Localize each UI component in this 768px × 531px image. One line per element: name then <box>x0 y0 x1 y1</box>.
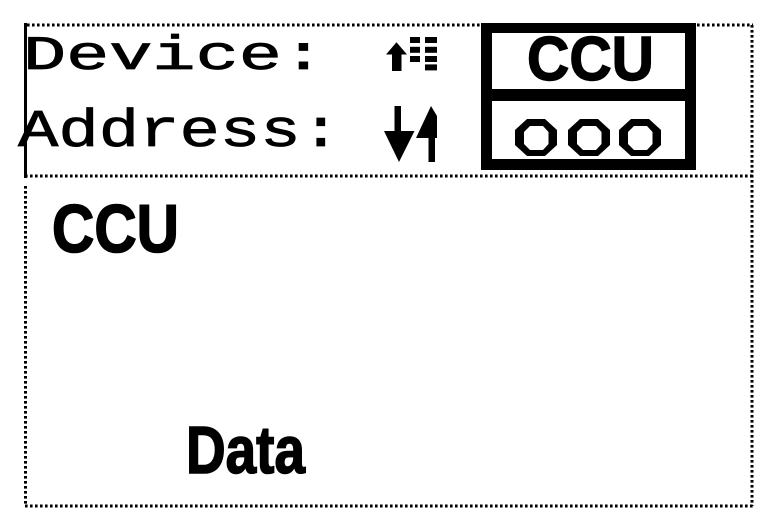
svg-text:Address:: Address: <box>18 102 341 162</box>
svg-text:CCU: CCU <box>527 25 654 94</box>
svg-text:Data: Data <box>186 413 306 488</box>
svg-text:Device:: Device: <box>23 30 325 84</box>
svg-text:CCU: CCU <box>52 191 179 267</box>
